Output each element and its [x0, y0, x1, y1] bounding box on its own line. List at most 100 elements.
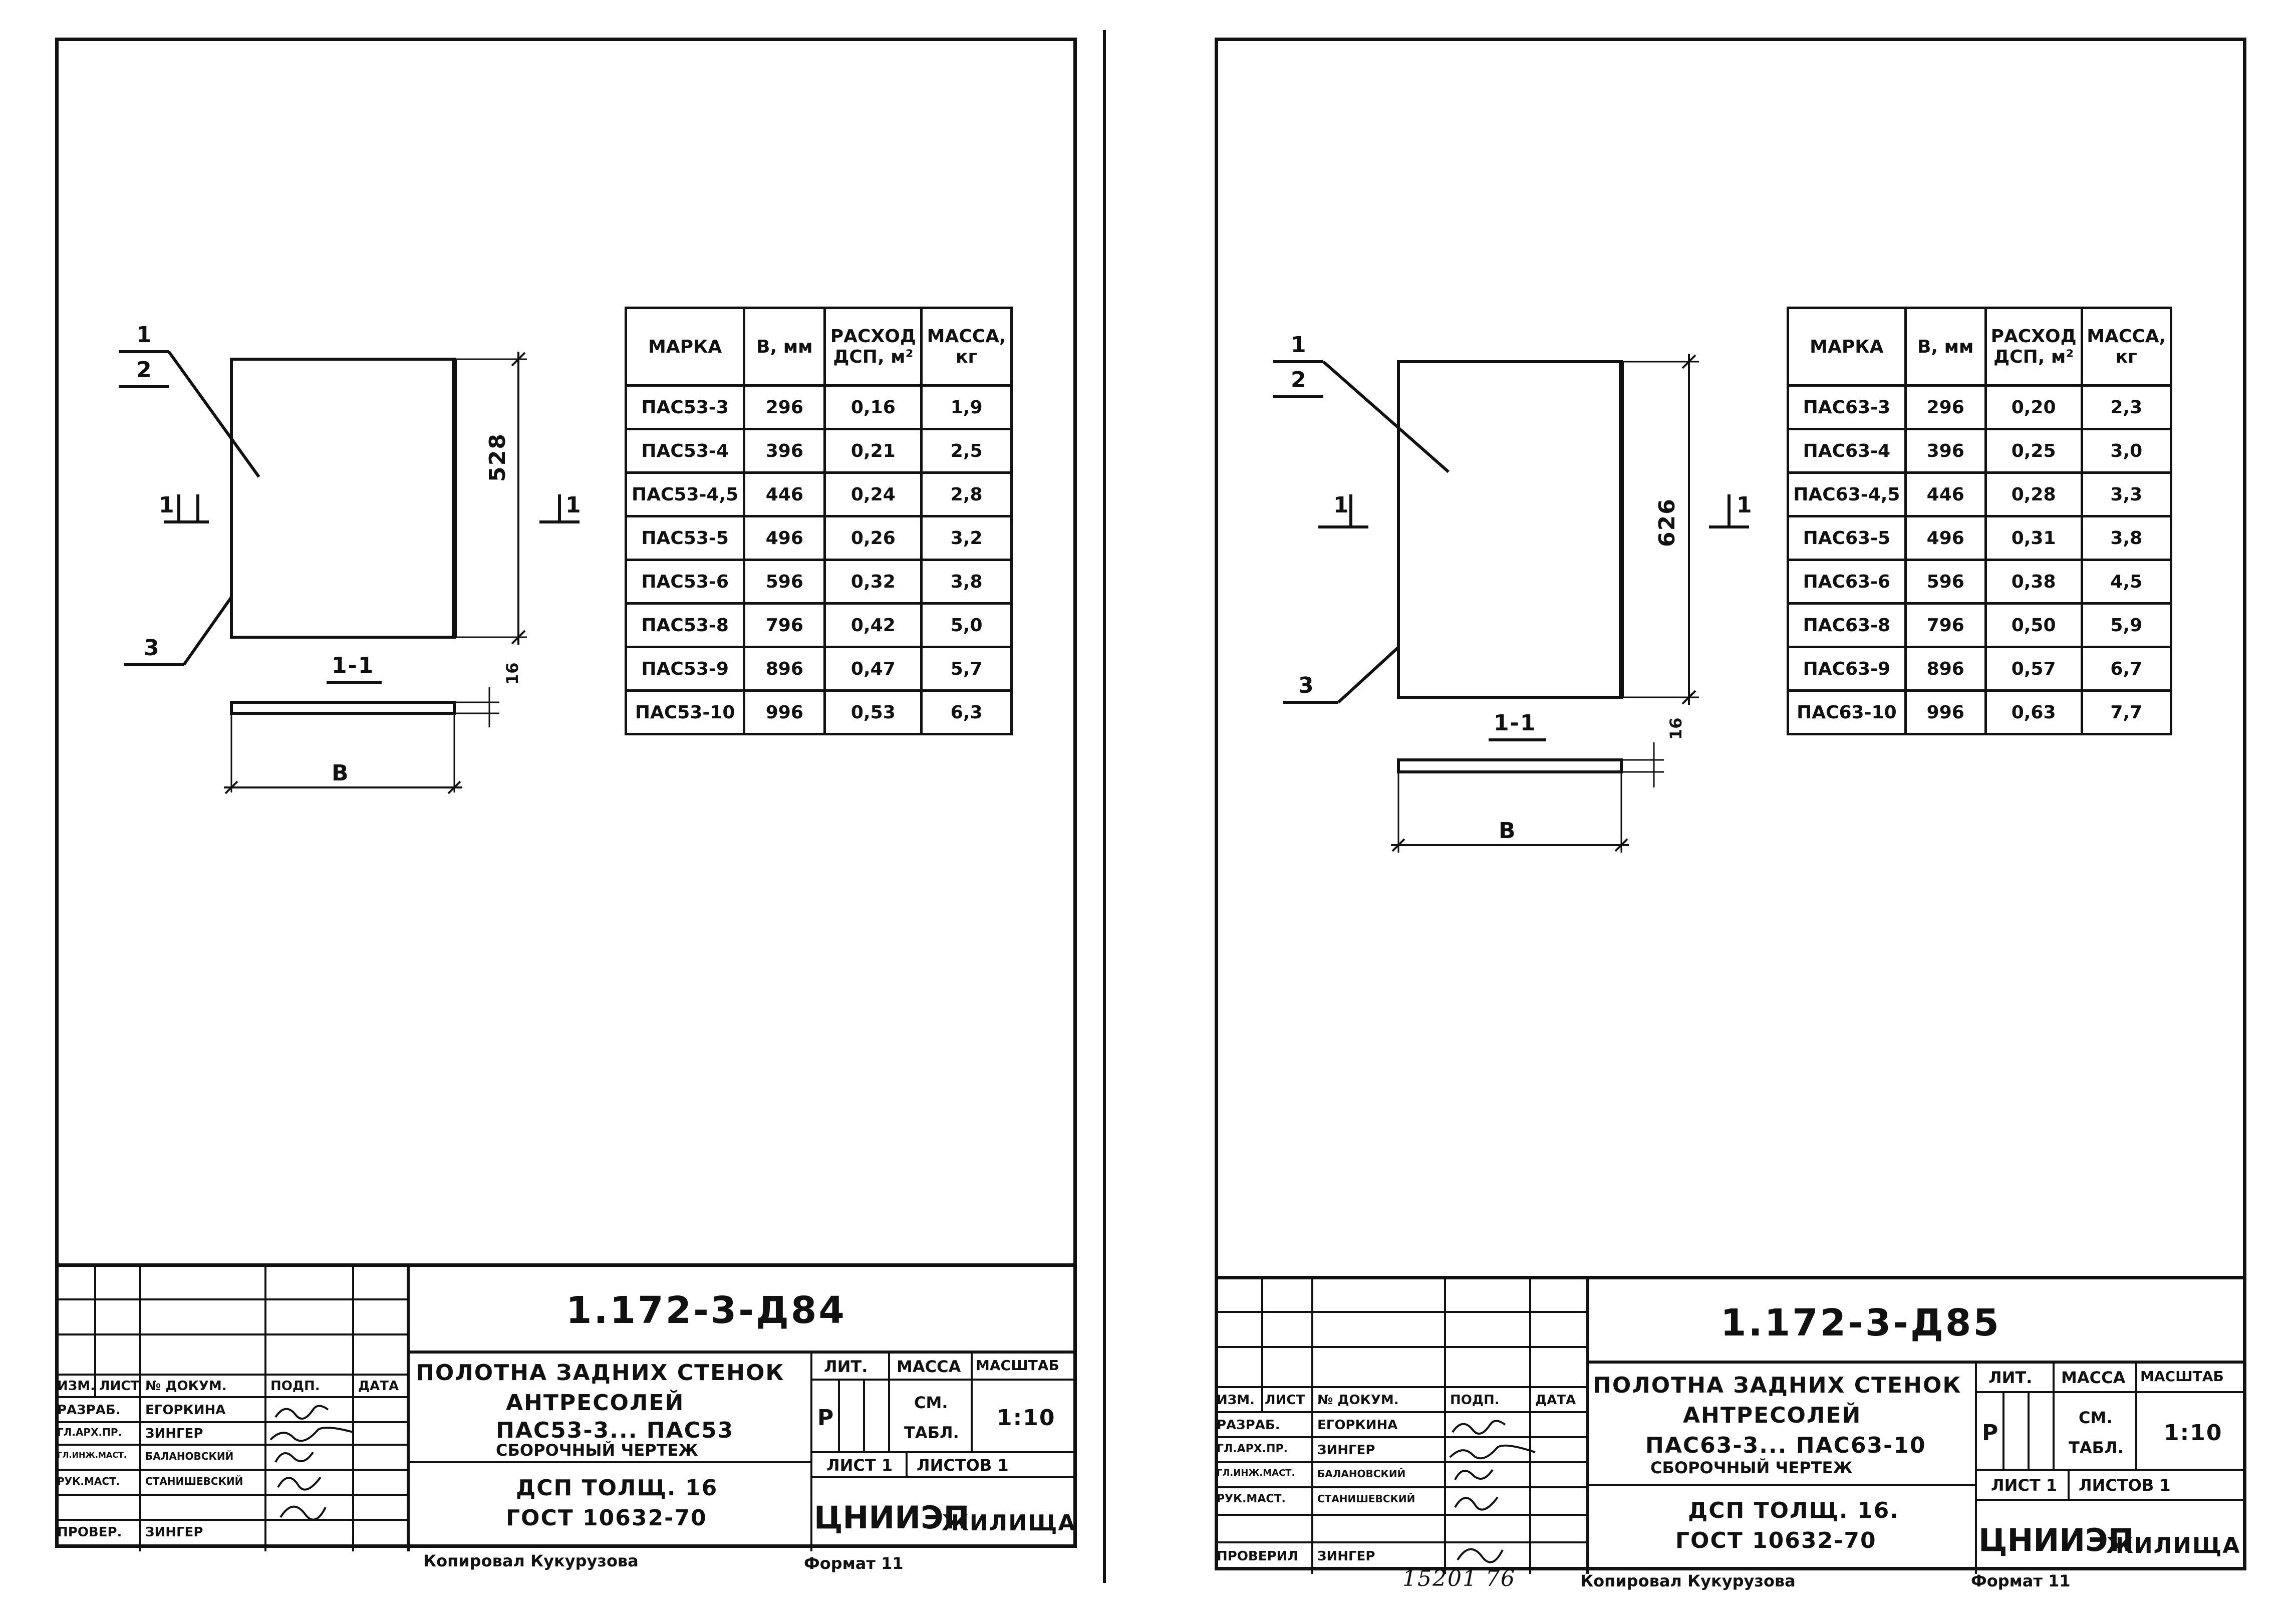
- width-dimension: В: [332, 760, 350, 786]
- cell-mark: ПАС53-4: [624, 428, 746, 474]
- cell-mass: 5,9: [2080, 602, 2172, 648]
- title-line-3: ПАС53-3... ПАС53: [496, 1418, 734, 1443]
- scale-value: 1:10: [997, 1405, 1056, 1431]
- cell-consumption: 0,24: [823, 471, 923, 517]
- cell-mark: ПАС53-3: [624, 384, 746, 430]
- cell-consumption: 0,57: [1984, 646, 2083, 692]
- sheet-1: 1 2 1 1 528 3 1-1 16 В МАРКА В, мм РАСХО…: [55, 38, 1077, 1551]
- col-header-sign: ПОДП.: [1450, 1393, 1500, 1408]
- organization: ЦНИИЭП: [814, 1499, 970, 1536]
- cell-mark: ПАС63-4: [1787, 428, 1907, 474]
- title-line-4: СБОРОЧНЫЙ ЧЕРТЕЖ: [496, 1441, 698, 1460]
- organization: ЦНИИЭП: [1978, 1522, 2134, 1558]
- cell-mark: ПАС63-6: [1787, 559, 1907, 605]
- label-3: 3: [1298, 673, 1315, 698]
- cell-mark: ПАС53-9: [624, 646, 746, 692]
- footer-number: 15201 76: [1402, 1566, 1516, 1591]
- name-developer: ЕГОРКИНА: [145, 1403, 226, 1418]
- title-block-grid: [55, 1267, 1077, 1551]
- cell-consumption: 0,38: [1984, 559, 2083, 605]
- material-line-2: ГОСТ 10632-70: [506, 1505, 707, 1531]
- col-header-izm: ИЗМ.: [57, 1379, 95, 1394]
- scale-label: МАСШТАБ: [976, 1357, 1059, 1374]
- signatures: [1449, 1420, 1536, 1563]
- col-header-date: ДАТА: [358, 1379, 399, 1394]
- cell-mass: 3,8: [2080, 515, 2172, 561]
- lit-label: ЛИТ.: [1988, 1368, 2033, 1387]
- cell-mark: ПАС63-3: [1787, 384, 1907, 430]
- sheets-label: ЛИСТОВ 1: [917, 1456, 1009, 1475]
- material-line-2: ГОСТ 10632-70: [1675, 1528, 1877, 1553]
- col-header-sign: ПОДП.: [270, 1379, 320, 1394]
- title-line-3: ПАС63-3... ПАС63-10: [1645, 1433, 1926, 1458]
- section-label: 1-1: [1494, 710, 1537, 736]
- cell-mass: 6,7: [2080, 646, 2172, 692]
- cut-mark-left: 1: [1333, 492, 1350, 518]
- cell-mass: 3,3: [2080, 471, 2172, 517]
- title-line-2: АНТРЕСОЛЕЙ: [506, 1390, 685, 1416]
- cell-mark: ПАС63-5: [1787, 515, 1907, 561]
- cell-mass: 5,7: [920, 646, 1013, 692]
- scale-label: МАСШТАБ: [2140, 1368, 2224, 1385]
- role-chief-engineer: ГЛ.ИНЖ.МАСТ.: [57, 1450, 127, 1460]
- width-dimension: В: [1499, 818, 1517, 844]
- cell-b: 796: [743, 602, 826, 648]
- label-1: 1: [136, 322, 153, 348]
- signatures: [269, 1405, 354, 1521]
- cell-consumption: 0,20: [1984, 384, 2083, 430]
- cell-consumption: 0,28: [1984, 471, 2083, 517]
- panel-drawing: [1273, 354, 1749, 853]
- title-block-grid: [1215, 1279, 2246, 1574]
- cell-mark: ПАС53-6: [624, 559, 746, 605]
- col-header-consumption: РАСХОД ДСП, м²: [1984, 307, 2083, 387]
- footer-copied: Копировал Кукурузова: [1580, 1571, 1796, 1590]
- cell-mass: 4,5: [2080, 559, 2172, 605]
- role-head: РУК.МАСТ.: [1217, 1493, 1286, 1505]
- fold-line: [1103, 30, 1106, 1583]
- cell-consumption: 0,32: [823, 559, 923, 605]
- col-header-doc: № ДОКУМ.: [1317, 1393, 1399, 1408]
- cell-mark: ПАС63-4,5: [1787, 471, 1907, 517]
- cell-mass: 2,5: [920, 428, 1013, 474]
- name-engineer: БАЛАНОВСКИЙ: [1317, 1468, 1406, 1480]
- cell-mass: 2,3: [2080, 384, 2172, 430]
- cell-b: 496: [1904, 515, 1987, 561]
- col-header-izm: ИЗМ.: [1217, 1393, 1255, 1408]
- document-code: 1.172-3-Д84: [566, 1289, 846, 1332]
- cell-mark: ПАС53-8: [624, 602, 746, 648]
- cell-mass: 3,8: [920, 559, 1013, 605]
- role-checked: ПРОВЕРИЛ: [1217, 1549, 1298, 1564]
- cell-mark: ПАС53-10: [624, 689, 746, 735]
- spec-table: МАРКА В, мм РАСХОД ДСП, м² МАССА, кг ПАС…: [624, 307, 1013, 735]
- material-line-1: ДСП ТОЛЩ. 16.: [1688, 1498, 1899, 1523]
- name-checker: ЗИНГЕР: [145, 1525, 203, 1540]
- cell-b: 446: [743, 471, 826, 517]
- footer-format: Формат 11: [1971, 1571, 2071, 1590]
- cell-b: 496: [743, 515, 826, 561]
- thickness-dimension: 16: [503, 662, 522, 685]
- cell-mass: 6,3: [920, 689, 1013, 735]
- cell-consumption: 0,53: [823, 689, 923, 735]
- cell-b: 396: [743, 428, 826, 474]
- col-header-consumption: РАСХОД ДСП, м²: [823, 307, 923, 387]
- col-header-list: ЛИСТ: [1265, 1393, 1305, 1408]
- name-architect: ЗИНГЕР: [1317, 1443, 1375, 1458]
- thickness-dimension: 16: [1666, 717, 1685, 740]
- name-developer: ЕГОРКИНА: [1317, 1418, 1398, 1433]
- cell-b: 446: [1904, 471, 1987, 517]
- cell-mass: 3,2: [920, 515, 1013, 561]
- mass-value-2: ТАБЛ.: [2069, 1438, 2124, 1457]
- cell-mass: 7,7: [2080, 689, 2172, 735]
- cell-b: 996: [743, 689, 826, 735]
- title-line-2: АНТРЕСОЛЕЙ: [1683, 1403, 1862, 1428]
- cell-consumption: 0,25: [1984, 428, 2083, 474]
